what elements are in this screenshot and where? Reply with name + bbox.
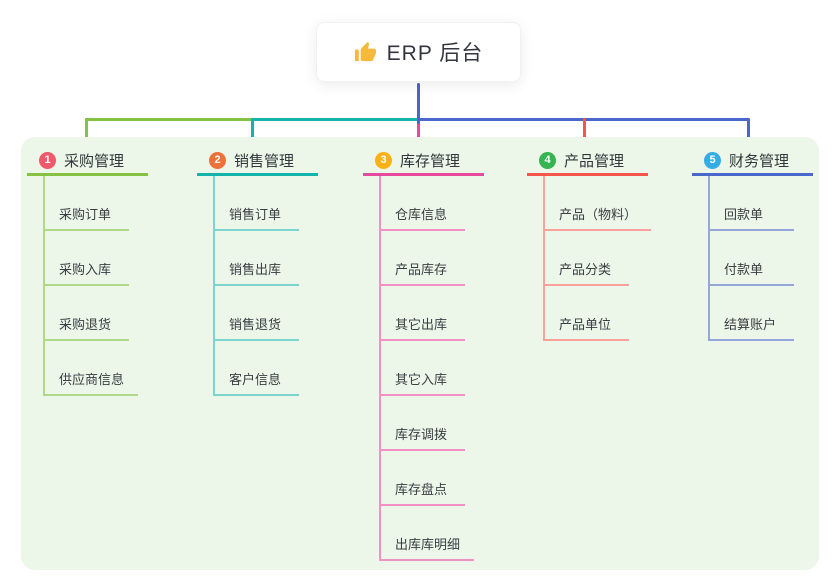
child-node[interactable]: 采购订单 <box>45 176 129 231</box>
connector-branch5-drop <box>747 118 750 145</box>
connector-branch2-horizontal <box>251 118 419 121</box>
child-node[interactable]: 销售出库 <box>215 231 299 286</box>
child-label: 供应商信息 <box>59 372 125 387</box>
child-node[interactable]: 产品分类 <box>545 231 629 286</box>
connector-branch2-drop <box>251 118 254 145</box>
branch-column-3: 3 库存管理 仓库信息产品库存其它出库其它入库库存调拨库存盘点出库库明细 <box>363 147 484 561</box>
child-node[interactable]: 库存盘点 <box>381 451 465 506</box>
child-label: 出库库明细 <box>395 537 461 552</box>
child-node[interactable]: 其它入库 <box>381 341 465 396</box>
root-title: ERP 后台 <box>386 42 484 65</box>
child-node[interactable]: 产品库存 <box>381 231 465 286</box>
child-label: 采购退货 <box>59 317 112 332</box>
child-node[interactable]: 销售退货 <box>215 286 299 341</box>
branch-number-badge: 3 <box>375 151 392 169</box>
child-node[interactable]: 结算账户 <box>710 286 794 341</box>
child-node[interactable]: 库存调拨 <box>381 396 465 451</box>
child-label: 结算账户 <box>724 317 777 332</box>
child-node[interactable]: 付款单 <box>710 231 794 286</box>
branch-children: 回款单付款单结算账户 <box>708 176 794 341</box>
child-node[interactable]: 仓库信息 <box>381 176 465 231</box>
child-label: 产品库存 <box>395 262 448 277</box>
child-node[interactable]: 产品（物料） <box>545 176 652 231</box>
branch-children: 销售订单销售出库销售退货客户信息 <box>213 176 299 396</box>
branch-number-badge: 1 <box>39 151 56 169</box>
connector-branch1-drop <box>85 118 88 145</box>
child-node[interactable]: 客户信息 <box>215 341 299 396</box>
branch-title: 库存管理 <box>400 152 461 170</box>
child-label: 客户信息 <box>229 372 282 387</box>
branch-title: 产品管理 <box>564 152 625 170</box>
branch-title: 销售管理 <box>234 152 295 170</box>
branch-number-badge: 4 <box>539 151 556 169</box>
child-node[interactable]: 出库库明细 <box>381 506 475 561</box>
child-label: 其它入库 <box>395 372 448 387</box>
child-label: 产品分类 <box>559 262 612 277</box>
branch-title: 财务管理 <box>729 152 790 170</box>
child-label: 销售订单 <box>229 207 282 222</box>
branch-header[interactable]: 1 采购管理 <box>27 147 148 176</box>
child-label: 产品单位 <box>559 317 612 332</box>
child-node[interactable]: 采购退货 <box>45 286 129 341</box>
child-node[interactable]: 其它出库 <box>381 286 465 341</box>
connector-branch1-horizontal <box>85 118 253 121</box>
child-label: 采购订单 <box>59 207 112 222</box>
branch-children: 采购订单采购入库采购退货供应商信息 <box>43 176 139 396</box>
branch-children: 仓库信息产品库存其它出库其它入库库存调拨库存盘点出库库明细 <box>379 176 475 561</box>
branch-column-5: 5 财务管理 回款单付款单结算账户 <box>692 147 813 341</box>
branch-number-badge: 2 <box>209 151 226 169</box>
connector-branch3-drop <box>417 122 420 145</box>
child-label: 付款单 <box>724 262 764 277</box>
child-node[interactable]: 供应商信息 <box>45 341 139 396</box>
child-node[interactable]: 回款单 <box>710 176 794 231</box>
branch-children: 产品（物料） 产品分类产品单位 <box>543 176 652 341</box>
branch-column-2: 2 销售管理 销售订单销售出库销售退货客户信息 <box>197 147 318 396</box>
connector-root-drop <box>417 83 420 124</box>
branch-header[interactable]: 4 产品管理 <box>527 147 648 176</box>
child-node[interactable]: 采购入库 <box>45 231 129 286</box>
child-label: 产品（物料） <box>559 207 638 222</box>
child-label: 销售退货 <box>229 317 282 332</box>
thumbs-up-icon <box>354 41 376 61</box>
branch-number-badge: 5 <box>704 151 721 169</box>
root-node[interactable]: ERP 后台 <box>316 22 521 82</box>
branch-header[interactable]: 2 销售管理 <box>197 147 318 176</box>
connector-branch4-drop <box>583 118 586 145</box>
branch-header[interactable]: 3 库存管理 <box>363 147 484 176</box>
child-label: 其它出库 <box>395 317 448 332</box>
branches-panel <box>21 137 819 570</box>
branch-column-1: 1 采购管理 采购订单采购入库采购退货供应商信息 <box>27 147 148 396</box>
child-label: 回款单 <box>724 207 764 222</box>
child-label: 销售出库 <box>229 262 282 277</box>
child-label: 库存盘点 <box>395 482 448 497</box>
branch-header[interactable]: 5 财务管理 <box>692 147 813 176</box>
child-label: 采购入库 <box>59 262 112 277</box>
child-label: 仓库信息 <box>395 207 448 222</box>
branch-column-4: 4 产品管理 产品（物料） 产品分类产品单位 <box>527 147 652 341</box>
child-node[interactable]: 销售订单 <box>215 176 299 231</box>
branch-title: 采购管理 <box>64 152 125 170</box>
child-node[interactable]: 产品单位 <box>545 286 629 341</box>
child-label: 库存调拨 <box>395 427 448 442</box>
